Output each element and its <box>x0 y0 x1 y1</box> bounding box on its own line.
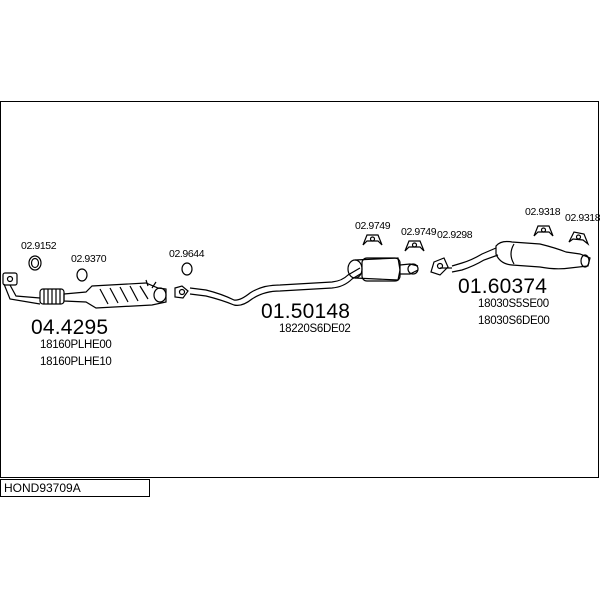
diagram-frame-edge <box>598 101 599 478</box>
clamp-gasket-icon <box>430 257 449 276</box>
oem-number: 18030S5SE00 <box>478 298 549 310</box>
middle-silencer-icon <box>347 257 419 282</box>
middle-pipe-icon <box>189 267 363 306</box>
rear-silencer-icon <box>440 240 591 270</box>
diagram-code: HOND93709A <box>0 479 150 497</box>
assembly-ref-label: 01.60374 <box>458 275 548 298</box>
oem-number: 18220S6DE02 <box>279 323 351 335</box>
oem-number: 18160PLHE10 <box>40 356 112 368</box>
part-ref-label: 02.9318 <box>525 206 561 218</box>
part-ref-label: 02.9749 <box>401 226 437 238</box>
part-ref-label: 02.9749 <box>355 220 391 232</box>
hanger-bracket-icon <box>568 231 590 246</box>
gasket-icon <box>28 255 42 271</box>
gasket-icon <box>30 257 40 269</box>
rubber-ring-icon <box>181 262 193 276</box>
part-ref-label: 02.9644 <box>169 248 205 260</box>
assembly-ref-label: 04.4295 <box>31 316 109 339</box>
diagram-frame <box>0 101 599 478</box>
hanger-bracket-icon <box>362 234 383 246</box>
oem-number: 18160PLHE00 <box>40 339 112 351</box>
rear-pipe-icon <box>451 247 499 273</box>
part-ref-label: 02.9318 <box>565 212 600 224</box>
flex-pipe-icon <box>39 288 65 305</box>
hanger-bracket-icon <box>533 225 554 237</box>
part-ref-label: 02.9298 <box>437 229 473 241</box>
oem-number: 18030S6DE00 <box>478 315 550 327</box>
hanger-bracket-icon <box>404 240 425 252</box>
assembly-ref-label: 01.50148 <box>261 300 351 323</box>
part-ref-label: 02.9370 <box>71 253 107 265</box>
part-ref-label: 02.9152 <box>21 240 57 252</box>
catalytic-converter-icon <box>63 279 167 309</box>
front-flange-icon <box>2 272 41 305</box>
rubber-ring-icon <box>76 268 88 282</box>
flange-gasket-icon <box>174 285 189 299</box>
